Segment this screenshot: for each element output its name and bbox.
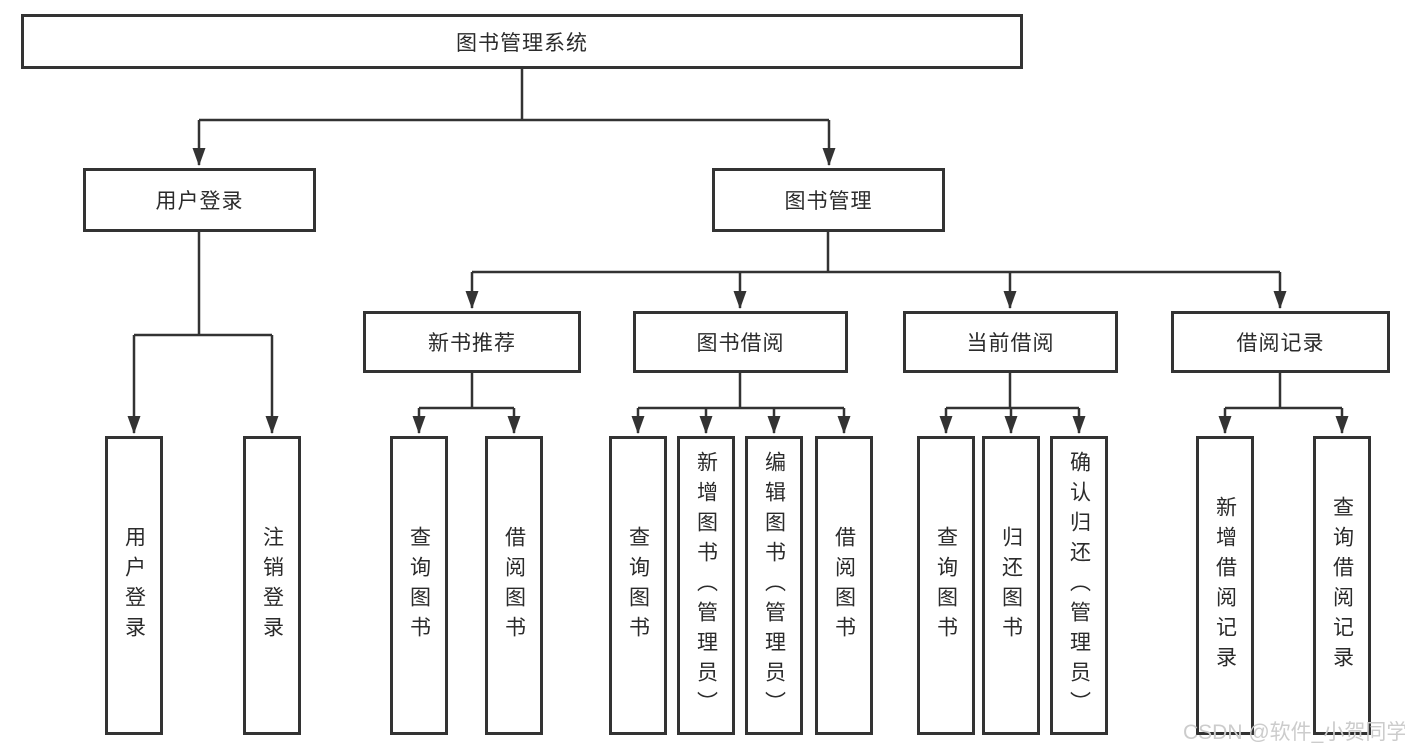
leaf-label: 查询图书 (626, 525, 650, 646)
leaf-query-books-borrowing: 查询图书 (609, 436, 667, 735)
node-root-system: 图书管理系统 (21, 14, 1023, 69)
leaf-query-books-current: 查询图书 (917, 436, 975, 735)
leaf-label: 注销登录 (260, 525, 284, 646)
connectors-book-borrowing-to-leaves (631, 373, 851, 434)
connectors-new-book-recommendation-to-leaves (412, 373, 521, 434)
node-label: 借阅记录 (1236, 332, 1325, 355)
node-borrowing-records: 借阅记录 (1171, 311, 1390, 373)
leaf-label: 新增借阅记录 (1213, 495, 1237, 676)
leaf-confirm-return-admin: 确认归还（管理员） (1050, 436, 1108, 735)
node-new-book-recommendation: 新书推荐 (363, 311, 581, 373)
node-book-management: 图书管理 (712, 168, 945, 232)
connectors-root-to-level2 (192, 69, 836, 166)
leaf-borrow-books: 借阅图书 (815, 436, 873, 735)
leaf-label: 归还图书 (999, 525, 1023, 646)
node-label: 图书借阅 (696, 332, 785, 355)
leaf-return-books: 归还图书 (982, 436, 1040, 735)
leaf-label: 查询图书 (407, 525, 431, 646)
connectors-user-login-to-leaves (127, 232, 279, 434)
node-label: 用户登录 (155, 190, 244, 213)
leaf-add-books-admin: 新增图书（管理员） (677, 436, 735, 735)
csdn-watermark: CSDN @软件_小贺同学 (1183, 721, 1405, 744)
connectors-book-management-to-level3 (465, 232, 1287, 309)
leaf-edit-books-admin: 编辑图书（管理员） (745, 436, 803, 735)
node-label: 图书管理系统 (456, 31, 588, 55)
leaf-label: 编辑图书（管理员） (762, 450, 786, 721)
leaf-user-login: 用户登录 (105, 436, 163, 735)
node-current-borrowing: 当前借阅 (903, 311, 1118, 373)
leaf-query-borrow-record: 查询借阅记录 (1313, 436, 1371, 735)
leaf-label: 查询借阅记录 (1330, 495, 1354, 676)
leaf-label: 借阅图书 (502, 525, 526, 646)
node-label: 新书推荐 (428, 332, 516, 355)
leaf-add-borrow-record: 新增借阅记录 (1196, 436, 1254, 735)
leaf-query-books-recommend: 查询图书 (390, 436, 448, 735)
connectors-borrowing-records-to-leaves (1218, 373, 1349, 434)
leaf-label: 确认归还（管理员） (1067, 450, 1091, 721)
node-label: 当前借阅 (966, 332, 1055, 355)
node-book-borrowing: 图书借阅 (633, 311, 848, 373)
leaf-borrow-books-recommend: 借阅图书 (485, 436, 543, 735)
node-label: 图书管理 (784, 190, 873, 213)
leaf-label: 查询图书 (934, 525, 958, 646)
leaf-label: 新增图书（管理员） (694, 450, 718, 721)
connectors-current-borrowing-to-leaves (939, 373, 1086, 434)
leaf-label: 用户登录 (122, 525, 146, 646)
node-user-login: 用户登录 (83, 168, 316, 232)
leaf-label: 借阅图书 (832, 525, 856, 646)
leaf-logout: 注销登录 (243, 436, 301, 735)
